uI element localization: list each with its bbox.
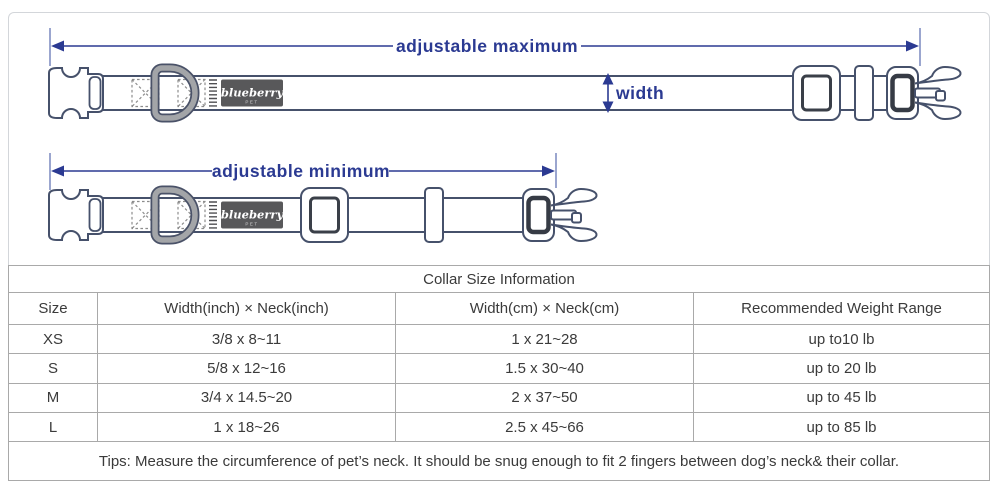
- triglide-slider-icon: [300, 187, 349, 243]
- adjustable-maximum-label: adjustable maximum: [396, 36, 578, 56]
- inch-cell: 1 x 18~26: [97, 412, 396, 443]
- cm-cell: 1.5 x 30~40: [395, 353, 694, 384]
- size-cell: XS: [8, 323, 98, 355]
- table-row: L 1 x 18~26 2.5 x 45~66 up to 85 lb: [8, 412, 990, 443]
- cm-cell: 2 x 37~50: [395, 382, 694, 414]
- column-header-cm: Width(cm) × Neck(cm): [395, 292, 694, 325]
- webbing-ribs-icon: [209, 79, 217, 107]
- size-cell: M: [8, 382, 98, 414]
- collar-max-diagram: blueberry PET: [48, 63, 962, 123]
- inch-cell: 3/8 x 8~11: [97, 323, 396, 355]
- brand-sub-text: PET: [245, 222, 258, 227]
- table-row: XS 3/8 x 8~11 1 x 21~28 up to10 lb: [8, 323, 990, 355]
- weight-cell: up to 85 lb: [693, 412, 990, 443]
- collar-min-diagram: blueberry PET: [48, 185, 598, 245]
- adjustable-minimum-label: adjustable minimum: [212, 161, 390, 181]
- width-arrow-icon: width: [602, 73, 664, 113]
- female-buckle-icon: [48, 189, 104, 241]
- brand-name-text: blueberry: [221, 208, 285, 222]
- column-header-weight: Recommended Weight Range: [693, 292, 990, 325]
- column-header-size: Size: [8, 292, 98, 325]
- keeper-loop-icon: [854, 65, 874, 121]
- size-table: Collar Size Information Size Width(inch)…: [8, 264, 990, 481]
- size-cell: S: [8, 353, 98, 384]
- inch-cell: 3/4 x 14.5~20: [97, 382, 396, 414]
- male-buckle-icon: [886, 65, 962, 121]
- table-row: S 5/8 x 12~16 1.5 x 30~40 up to 20 lb: [8, 353, 990, 384]
- male-buckle-icon: [522, 187, 598, 243]
- triglide-slider-icon: [792, 65, 841, 121]
- table-title: Collar Size Information: [8, 264, 990, 294]
- d-ring-icon: [150, 185, 200, 245]
- collar-diagrams: blueberry PET: [48, 28, 962, 245]
- webbing-ribs-icon: [209, 201, 217, 229]
- collar-strap: [99, 75, 891, 111]
- size-cell: L: [8, 412, 98, 443]
- weight-cell: up to 45 lb: [693, 382, 990, 414]
- cm-cell: 2.5 x 45~66: [395, 412, 694, 443]
- inch-cell: 5/8 x 12~16: [97, 353, 396, 384]
- brand-label: blueberry PET: [221, 201, 285, 229]
- brand-name-text: blueberry: [221, 86, 285, 100]
- brand-label: blueberry PET: [221, 79, 285, 107]
- d-ring-icon: [150, 63, 200, 123]
- female-buckle-icon: [48, 67, 104, 119]
- dimension-arrow-maximum: adjustable maximum: [49, 28, 921, 66]
- weight-cell: up to10 lb: [693, 323, 990, 355]
- width-label: width: [615, 83, 664, 103]
- keeper-loop-icon: [424, 187, 444, 243]
- table-row: M 3/4 x 14.5~20 2 x 37~50 up to 45 lb: [8, 382, 990, 414]
- tips-note: Tips: Measure the circumference of pet’s…: [8, 441, 990, 481]
- column-header-inch: Width(inch) × Neck(inch): [97, 292, 396, 325]
- weight-cell: up to 20 lb: [693, 353, 990, 384]
- dimension-arrow-minimum: adjustable minimum: [49, 153, 557, 190]
- brand-sub-text: PET: [245, 100, 258, 105]
- cm-cell: 1 x 21~28: [395, 323, 694, 355]
